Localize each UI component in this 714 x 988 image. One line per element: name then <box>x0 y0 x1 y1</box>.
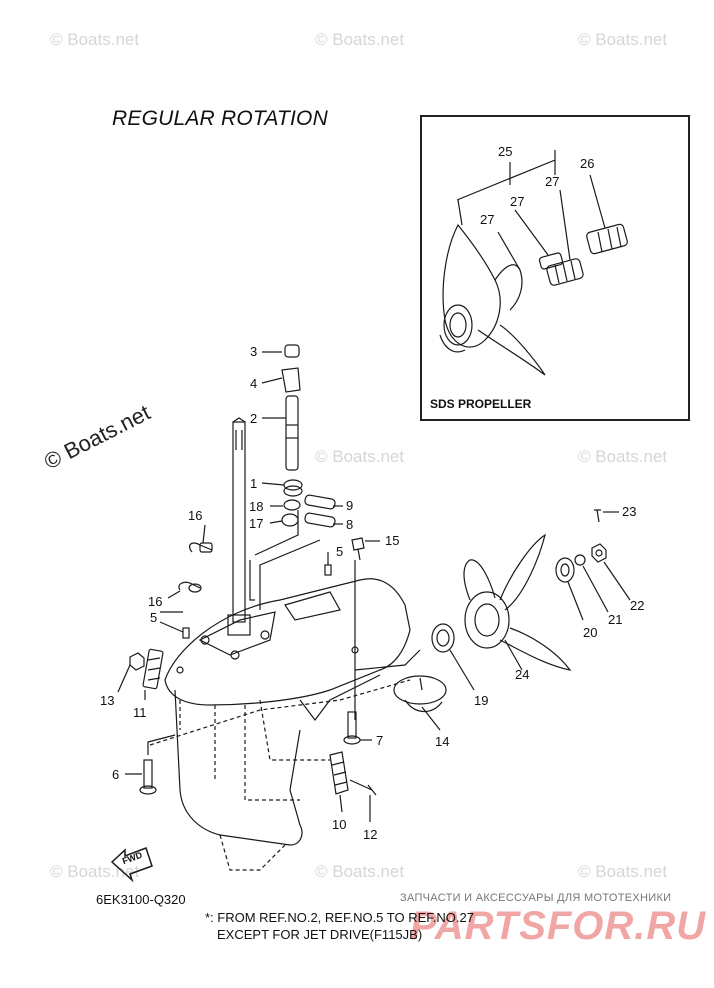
callout-18: 18 <box>249 499 264 514</box>
callout-12: 12 <box>363 827 378 842</box>
callout-1: 1 <box>250 476 258 491</box>
callout-13: 13 <box>100 693 115 708</box>
shop-tagline: ЗАПЧАСТИ И АКСЕССУАРЫ ДЛЯ МОТОТЕХНИКИ <box>400 892 672 904</box>
diagram-title: REGULAR ROTATION <box>112 107 328 130</box>
callout-3: 3 <box>250 344 258 359</box>
sds-propeller-inset <box>420 115 690 421</box>
callout-4: 4 <box>250 376 258 391</box>
callout-23: 23 <box>622 504 637 519</box>
watermark: © Boats.net <box>578 862 668 881</box>
callout-16: 16 <box>148 594 163 609</box>
callout-27: 27 <box>510 194 525 209</box>
callout-22: 22 <box>630 598 645 613</box>
watermark: © Boats.net <box>578 447 668 466</box>
shop-logo: PARTSFOR.RU <box>410 904 707 948</box>
callout-17: 17 <box>249 516 264 531</box>
callout-24: 24 <box>515 667 530 682</box>
callout-10: 10 <box>332 817 347 832</box>
watermark: © Boats.net <box>315 862 405 881</box>
callout-19: 19 <box>474 693 489 708</box>
inset-label: SDS PROPELLER <box>430 397 532 411</box>
callout-6: 6 <box>112 767 120 782</box>
callout-11: 11 <box>133 705 147 720</box>
callout-26: 26 <box>580 156 595 171</box>
watermark: © Boats.net <box>578 30 668 49</box>
diagram-code: 6EK3100-Q320 <box>96 892 186 907</box>
callout-9: 9 <box>346 498 354 513</box>
footnote-line-2: EXCEPT FOR JET DRIVE(F115JB) <box>217 927 423 942</box>
callout-8: 8 <box>346 517 354 532</box>
callout-15: 15 <box>385 533 400 548</box>
callout-5: 5 <box>150 610 158 625</box>
watermark: © Boats.net <box>50 30 140 49</box>
fwd-arrow <box>110 847 153 883</box>
callout-27: 27 <box>545 174 560 189</box>
sds-propeller-drawing <box>439 150 628 376</box>
callout-21: 21 <box>608 612 623 627</box>
callout-16: 16 <box>188 508 203 523</box>
callout-25: 25 <box>498 144 513 159</box>
callout-20: 20 <box>583 625 598 640</box>
callout-14: 14 <box>435 734 450 749</box>
lower-unit-housing <box>117 344 631 871</box>
footnote-line-1: *: FROM REF.NO.2, REF.NO.5 TO REF.NO.27 <box>205 910 474 925</box>
callout-7: 7 <box>376 733 384 748</box>
callout-2: 2 <box>250 411 258 426</box>
watermark: © Boats.net <box>315 30 405 49</box>
watermark: © Boats.net <box>315 447 405 466</box>
callout-5: 5 <box>336 544 344 559</box>
callout-27: 27 <box>480 212 495 227</box>
